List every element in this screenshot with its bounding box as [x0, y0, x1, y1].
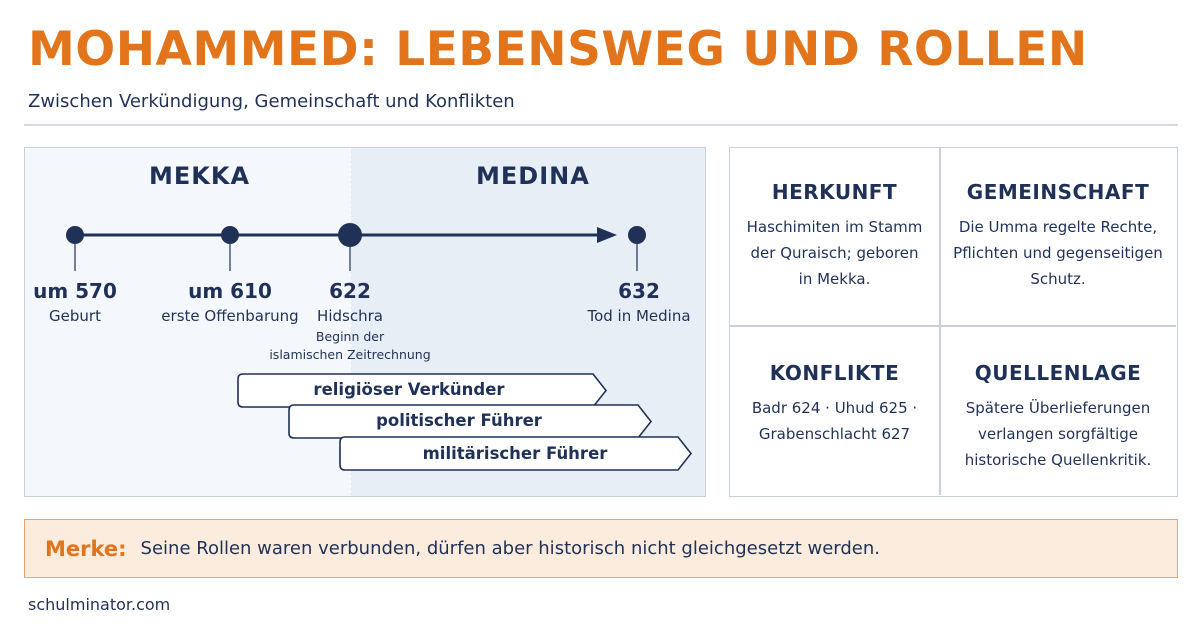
event-dot-622	[338, 223, 362, 247]
cell-title: QUELLENLAGE	[974, 361, 1142, 385]
timeline-arrowhead	[597, 227, 617, 243]
cell-title: HERKUNFT	[771, 180, 898, 204]
page-title: MOHAMMED: LEBENSWEG UND ROLLEN	[28, 22, 1088, 77]
timeline-graphic	[66, 223, 693, 471]
timeline-panel: MEKKA MEDINA um 570 Geburt um 610 erste …	[24, 147, 706, 497]
event-year: um 570	[33, 279, 117, 303]
role-arrow-military	[339, 436, 693, 471]
cell-title: KONFLIKTE	[769, 361, 900, 385]
event-dot-610	[221, 226, 239, 244]
region-divider	[350, 148, 351, 496]
event-year: um 610	[188, 279, 272, 303]
cell-text: Pflichten und gegenseitigen	[953, 244, 1163, 262]
cell-text: in Mekka.	[798, 270, 871, 288]
event-year: 622	[329, 279, 371, 303]
event-label: Tod in Medina	[587, 307, 691, 325]
footer-site-name: schulminator.com	[28, 595, 171, 614]
info-cell-quellenlage: QUELLENLAGE Spätere Überlieferungen verl…	[940, 361, 1176, 473]
merke-box: Merke: Seine Rollen waren verbunden, dür…	[24, 519, 1178, 578]
role-arrow-religious	[237, 373, 608, 408]
role-label-military: militärischer Führer	[422, 444, 608, 463]
page-subtitle: Zwischen Verkündigung, Gemeinschaft und …	[28, 91, 515, 112]
cell-text: verlangen sorgfältige	[977, 425, 1139, 443]
cell-text: Haschimiten im Stamm	[746, 218, 923, 236]
event-label: Geburt	[49, 307, 101, 325]
title-divider	[24, 124, 1178, 126]
cell-text: Spätere Überlieferungen	[965, 399, 1151, 417]
cell-text: Grabenschlacht 627	[758, 425, 911, 443]
event-year: 632	[618, 279, 660, 303]
merke-text: Seine Rollen waren verbunden, dürfen abe…	[140, 538, 880, 559]
merke-label: Merke:	[45, 536, 127, 561]
grid-divider-horizontal	[730, 325, 1176, 327]
cell-text: Badr 624 · Uhud 625 ·	[751, 399, 918, 417]
role-arrow-political	[288, 404, 653, 439]
cell-text: der Quraisch; geboren	[750, 244, 919, 262]
event-note: Beginn der	[315, 329, 385, 344]
info-grid: HERKUNFT Haschimiten im Stamm der Qurais…	[729, 147, 1178, 497]
role-label-political: politischer Führer	[376, 411, 542, 430]
region-label-mekka: MEKKA	[149, 162, 251, 190]
event-label: Hidschra	[317, 307, 383, 325]
grid-divider-vertical	[939, 148, 941, 495]
cell-text: historische Quellenkritik.	[964, 451, 1152, 469]
role-label-religious: religiöser Verkünder	[313, 380, 505, 399]
cell-text: Die Umma regelte Rechte,	[958, 218, 1158, 236]
event-note: islamischen Zeitrechnung	[269, 347, 431, 362]
info-cell-gemeinschaft: GEMEINSCHAFT Die Umma regelte Rechte, Pf…	[940, 180, 1176, 292]
cell-text: Schutz.	[1030, 270, 1086, 288]
info-cell-konflikte: KONFLIKTE Badr 624 · Uhud 625 · Grabensc…	[730, 361, 939, 447]
event-dot-570	[66, 226, 84, 244]
cell-title: GEMEINSCHAFT	[966, 180, 1150, 204]
info-cell-herkunft: HERKUNFT Haschimiten im Stamm der Qurais…	[730, 180, 939, 292]
event-dot-632	[628, 226, 646, 244]
event-label: erste Offenbarung	[161, 307, 299, 325]
region-label-medina: MEDINA	[476, 162, 590, 190]
